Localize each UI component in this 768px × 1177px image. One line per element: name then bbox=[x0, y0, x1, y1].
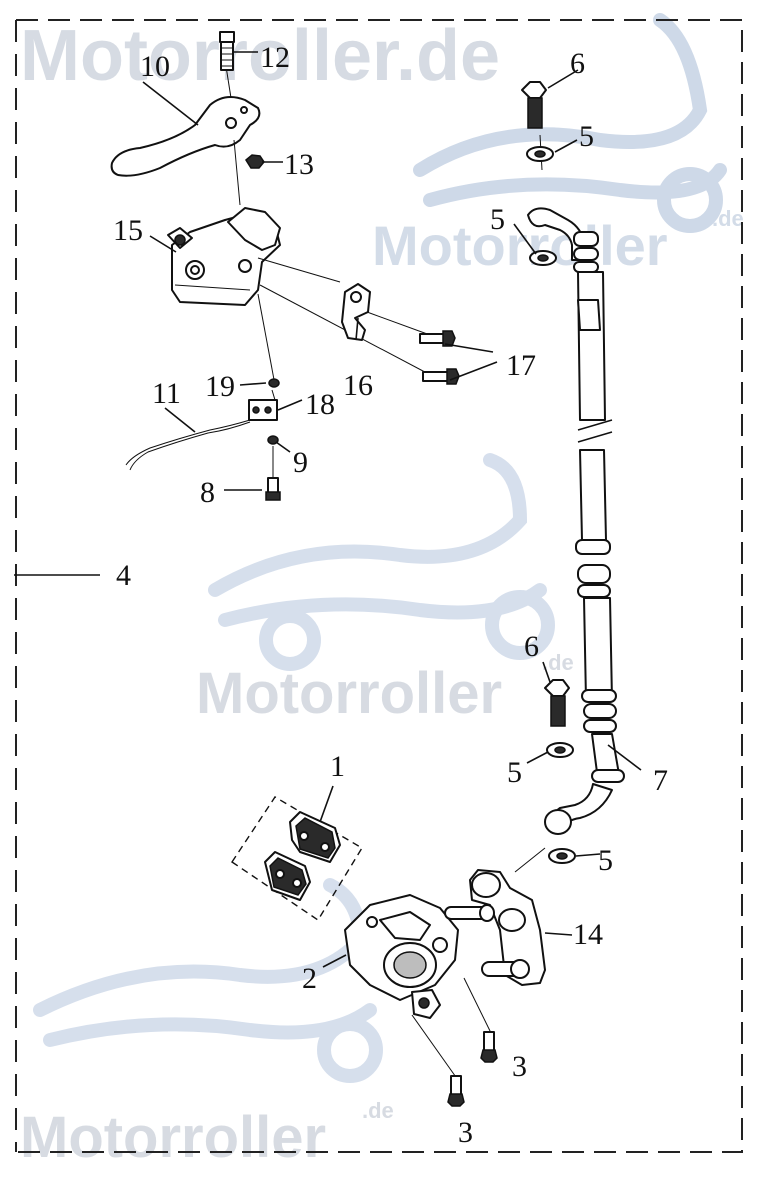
washer-5-upper bbox=[526, 146, 554, 162]
callout-3-left: 3 bbox=[458, 1116, 473, 1149]
callout-15: 15 bbox=[113, 214, 143, 247]
leader-lines bbox=[14, 51, 642, 968]
caliper-bracket bbox=[444, 847, 546, 986]
callout-12: 12 bbox=[260, 41, 290, 74]
callout-10: 10 bbox=[140, 50, 170, 83]
nut-13 bbox=[245, 154, 265, 169]
callout-3-right: 3 bbox=[512, 1050, 527, 1083]
watermark-mid-suffix: .de bbox=[712, 206, 744, 231]
watermark-bottom-suffix: .de bbox=[362, 1098, 394, 1123]
scooter-watermark-top bbox=[413, 13, 727, 233]
washer-5-upper-2 bbox=[529, 250, 557, 266]
screw-8 bbox=[265, 446, 281, 501]
dashed-frame bbox=[14, 19, 743, 1153]
callout-4: 4 bbox=[116, 559, 131, 592]
callout-6-lower: 6 bbox=[524, 630, 539, 663]
callout-5-lower: 5 bbox=[507, 756, 522, 789]
callout-16: 16 bbox=[343, 369, 373, 402]
callout-14: 14 bbox=[573, 918, 603, 951]
brake-lever bbox=[110, 59, 261, 206]
scooter-watermark-center bbox=[208, 453, 555, 671]
callout-1: 1 bbox=[330, 750, 345, 783]
bolts-17 bbox=[419, 330, 460, 385]
washer-19 bbox=[268, 378, 280, 388]
callout-17: 17 bbox=[506, 349, 536, 382]
handlebar-clamp bbox=[341, 283, 431, 341]
washer-5-lower bbox=[546, 742, 574, 758]
washer-9 bbox=[267, 435, 279, 445]
caliper-bolt-3-right bbox=[480, 1031, 498, 1063]
callout-9: 9 bbox=[293, 446, 308, 479]
brake-pads bbox=[231, 796, 363, 921]
callout-5-top: 5 bbox=[579, 120, 594, 153]
brake-hose bbox=[527, 134, 625, 835]
brake-switch bbox=[125, 389, 278, 471]
banjo-bolt-top bbox=[521, 81, 547, 129]
watermark-bottom-text: Motorroller bbox=[20, 1105, 326, 1170]
watermark-center-suffix: .de bbox=[542, 650, 574, 675]
callout-19: 19 bbox=[205, 370, 235, 403]
brake-caliper bbox=[344, 894, 493, 1081]
watermark-mid-text: Motorroller bbox=[372, 214, 668, 277]
watermark-center-text: Motorroller bbox=[196, 661, 502, 726]
callout-13: 13 bbox=[284, 148, 314, 181]
watermark-layer: Motorroller.de Motorroller .de Motorroll… bbox=[20, 13, 744, 1170]
callout-5-bottom: 5 bbox=[598, 844, 613, 877]
screw-12 bbox=[219, 31, 235, 71]
master-cylinder bbox=[167, 207, 441, 386]
watermark-top-text: Motorroller.de bbox=[20, 16, 500, 96]
callout-11: 11 bbox=[152, 377, 181, 410]
washer-5-lower-2 bbox=[548, 848, 576, 864]
callout-6-top: 6 bbox=[570, 47, 585, 80]
callout-5-mid: 5 bbox=[490, 203, 505, 236]
callout-2: 2 bbox=[302, 962, 317, 995]
callout-18: 18 bbox=[305, 388, 335, 421]
callout-7: 7 bbox=[653, 764, 668, 797]
scooter-watermark-bottom bbox=[33, 878, 383, 1083]
callout-labels: 10 12 13 15 16 17 19 18 11 9 8 4 6 5 5 6… bbox=[113, 41, 668, 1149]
callout-8: 8 bbox=[200, 476, 215, 509]
banjo-bolt-lower bbox=[544, 679, 570, 727]
caliper-bolt-3-left bbox=[447, 1075, 465, 1107]
